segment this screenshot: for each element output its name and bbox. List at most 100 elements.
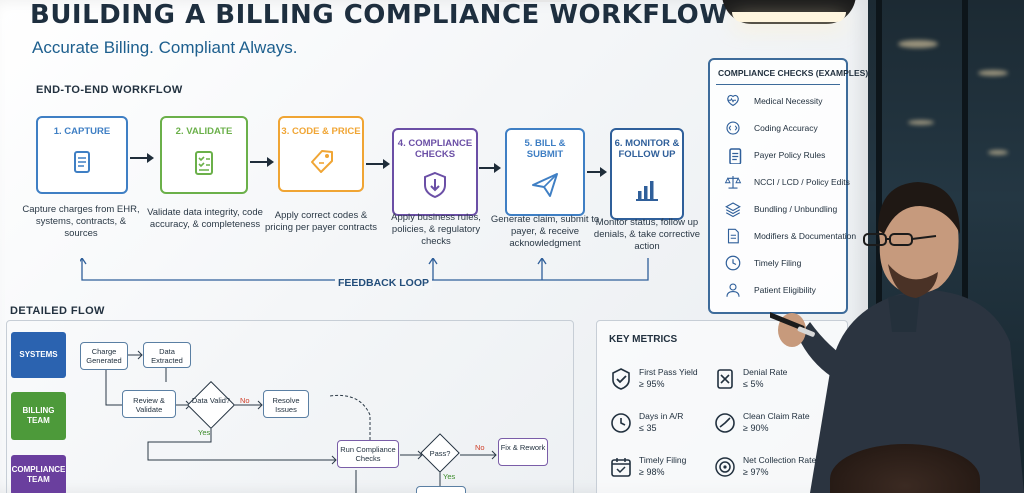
compliance-check-label: Timely Filing bbox=[754, 258, 802, 268]
workflow-step-title: 2. VALIDATE bbox=[175, 126, 233, 137]
workflow-step-description: Monitor status, follow up denials, & tak… bbox=[593, 217, 701, 252]
whiteboard: BUILDING A BILLING COMPLIANCE WORKFLOW A… bbox=[0, 0, 868, 493]
lane-label: COMPLIANCE TEAM bbox=[11, 465, 66, 484]
workflow-label: END-TO-END WORKFLOW bbox=[36, 84, 183, 96]
detailed-flow-area bbox=[6, 320, 574, 493]
compliance-check-label: Medical Necessity bbox=[754, 96, 823, 106]
ceiling-light bbox=[496, 0, 566, 2]
workflow-step-title: 4. COMPLIANCE CHECKS bbox=[397, 138, 473, 160]
workflow-step-description: Capture charges from EHR, systems, contr… bbox=[22, 204, 140, 239]
node-fix-rework: Fix & Rework bbox=[498, 438, 548, 466]
node-resolve-issues: Resolve Issues bbox=[263, 390, 309, 418]
workflow-step-title: 6. MONITOR & FOLLOW UP bbox=[614, 138, 680, 160]
lane-label: SYSTEMS bbox=[19, 350, 58, 359]
detailed-flow-label: DETAILED FLOW bbox=[10, 305, 105, 317]
feedback-loop-label: FEEDBACK LOOP bbox=[335, 277, 433, 289]
window-light bbox=[978, 70, 1008, 76]
lane-compliance-team: COMPLIANCE TEAM bbox=[11, 455, 66, 493]
workflow-step-3: 3. CODE & PRICE bbox=[278, 116, 364, 192]
denial-icon bbox=[717, 369, 733, 389]
tag-yes: Yes bbox=[198, 428, 211, 437]
compliance-check-label: NCCI / LCD / Policy Edits bbox=[754, 177, 850, 187]
metric-label: Clean Claim Rate bbox=[743, 411, 810, 421]
window-light bbox=[898, 40, 938, 48]
flow-arrow bbox=[130, 153, 154, 163]
window-light bbox=[908, 120, 934, 125]
flow-arrow bbox=[250, 157, 274, 167]
metric-item: Days in A/R ≤ 35 bbox=[609, 409, 719, 439]
metric-item: First Pass Yield ≥ 95% bbox=[609, 365, 719, 395]
compliance-check-label: Coding Accuracy bbox=[754, 123, 818, 133]
compliance-check-item: NCCI / LCD / Policy Edits bbox=[724, 173, 850, 191]
scales-icon bbox=[724, 176, 742, 189]
tag-yes: Yes bbox=[443, 472, 456, 481]
compliance-check-item: Bundling / Unbundling bbox=[724, 200, 848, 218]
tag-no: No bbox=[475, 443, 485, 452]
compliance-check-item: Patient Eligibility bbox=[724, 281, 848, 299]
window-mullion bbox=[876, 0, 882, 493]
flow-arrow bbox=[587, 167, 607, 177]
document-icon bbox=[729, 148, 742, 164]
user-icon bbox=[726, 283, 740, 297]
metric-value: ≤ 35 bbox=[639, 423, 657, 433]
document-icon bbox=[74, 151, 90, 173]
compliance-check-label: Payer Policy Rules bbox=[754, 150, 826, 160]
pendant-lamp bbox=[722, 0, 856, 24]
metric-label: Days in A/R bbox=[639, 411, 684, 421]
calendar-check-icon bbox=[611, 458, 631, 477]
divider bbox=[716, 84, 840, 85]
key-metrics-title: KEY METRICS bbox=[609, 334, 678, 345]
decision-pass-label: Pass? bbox=[429, 449, 451, 458]
compliance-checks-title: COMPLIANCE CHECKS (EXAMPLES) bbox=[718, 68, 869, 78]
node-next-step bbox=[416, 486, 466, 493]
metric-item: Net Collection Rate ≥ 97% bbox=[713, 453, 823, 483]
workflow-step-description: Apply business rules, policies, & regula… bbox=[391, 212, 481, 247]
code-icon bbox=[726, 121, 740, 135]
decision-data-valid-label: Data Valid? bbox=[191, 396, 231, 405]
layers-icon bbox=[725, 202, 741, 218]
window-light bbox=[988, 150, 1008, 155]
compliance-checks-panel: COMPLIANCE CHECKS (EXAMPLES) Medical Nec… bbox=[708, 58, 868, 314]
workflow-step-2: 2. VALIDATE bbox=[160, 116, 248, 194]
metric-label: Timely Filing bbox=[639, 455, 687, 465]
node-review-validate: Review & Validate bbox=[122, 390, 176, 418]
presenter bbox=[764, 172, 1024, 493]
workflow-step-description: Generate claim, submit to payer, & recei… bbox=[490, 214, 600, 249]
metric-value: ≥ 97% bbox=[743, 467, 769, 477]
lane-label: BILLING TEAM bbox=[22, 406, 55, 425]
workflow-step-title: 1. CAPTURE bbox=[53, 126, 111, 137]
metric-label: Net Collection Rate bbox=[743, 455, 817, 465]
page-title: BUILDING A BILLING COMPLIANCE WORKFLOW bbox=[30, 0, 729, 30]
node-run-compliance-checks: Run Compliance Checks bbox=[337, 440, 399, 468]
lane-billing-team: BILLING TEAM bbox=[11, 392, 66, 440]
flow-arrow bbox=[366, 159, 390, 169]
lane-systems: SYSTEMS bbox=[11, 332, 66, 378]
page-subtitle: Accurate Billing. Compliant Always. bbox=[32, 38, 298, 57]
metric-label: First Pass Yield bbox=[639, 367, 698, 377]
compliance-check-item: Coding Accuracy bbox=[724, 119, 848, 137]
node-data-extracted: Data Extracted bbox=[143, 342, 191, 368]
metric-value: ≥ 90% bbox=[743, 423, 769, 433]
compliance-check-label: Patient Eligibility bbox=[754, 285, 816, 295]
workflow-step-title: 5. BILL & SUBMIT bbox=[524, 138, 566, 160]
workflow-step-description: Apply correct codes & pricing per payer … bbox=[265, 210, 377, 233]
metric-value: ≥ 98% bbox=[639, 467, 665, 477]
price-tag-icon bbox=[311, 150, 333, 173]
metric-value: ≥ 95% bbox=[639, 379, 665, 389]
window-mullion bbox=[962, 0, 968, 493]
workflow-step-4: 4. COMPLIANCE CHECKS bbox=[392, 128, 478, 216]
compliance-check-label: Bundling / Unbundling bbox=[754, 204, 838, 214]
compliance-check-item: Payer Policy Rules bbox=[724, 146, 848, 164]
compliance-check-item: Medical Necessity bbox=[724, 92, 848, 110]
flow-arrow bbox=[479, 163, 501, 173]
workflow-step-title: 3. CODE & PRICE bbox=[281, 126, 361, 137]
metric-value: ≤ 5% bbox=[743, 379, 764, 389]
detailed-flow-connectors bbox=[105, 350, 497, 493]
audience-head bbox=[830, 444, 980, 493]
target-icon bbox=[715, 457, 735, 477]
presenter-figure bbox=[764, 182, 1024, 493]
send-icon bbox=[532, 173, 558, 197]
workflow-step-1: 1. CAPTURE bbox=[36, 116, 128, 194]
key-metrics-panel: KEY METRICS First Pass Yield ≥ 95% Denia… bbox=[596, 320, 848, 493]
